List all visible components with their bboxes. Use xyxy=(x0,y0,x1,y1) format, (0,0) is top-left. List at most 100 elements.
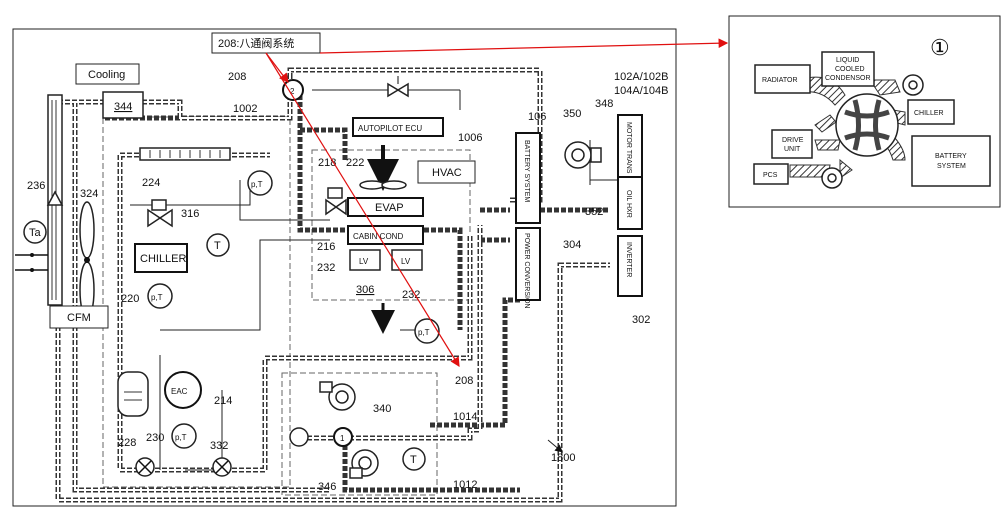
valve-system-callout: 208:八通阀系统 xyxy=(218,36,294,50)
inset-chiller-label: CHILLER xyxy=(914,110,944,117)
lv-right xyxy=(391,249,423,271)
cabin-condenser-label: CABIN COND xyxy=(353,232,403,241)
oil-hxr-label: OIL HXR xyxy=(625,190,632,218)
ref-228: 228 xyxy=(118,437,136,449)
t-sensor-chiller xyxy=(206,233,230,257)
inset-lcc-line1: LIQUID xyxy=(836,57,859,64)
ref-220: 220 xyxy=(121,293,139,305)
pt-sensor-chiller-label: p,T xyxy=(151,293,163,302)
octovalve-2 xyxy=(282,79,304,101)
fan-324 xyxy=(79,201,95,319)
three-way-valve xyxy=(289,427,309,447)
inset-lcc-line3: CONDENSOR xyxy=(825,75,871,82)
power-conversion-304 xyxy=(515,227,541,301)
power-conversion-label: POWER CONVERSION xyxy=(523,233,530,308)
ref-324: 324 xyxy=(80,188,98,200)
inset-battery-system xyxy=(911,135,991,187)
cooling-callout-box xyxy=(75,63,140,85)
valve-zone-208 xyxy=(281,372,438,496)
ref-106: 106 xyxy=(528,111,546,123)
pt-sensor-upper-label: p,T xyxy=(251,180,263,189)
ref-316: 316 xyxy=(181,208,199,220)
ref-104: 104A/104B xyxy=(614,85,668,97)
evaporator-label: EVAP xyxy=(375,202,404,214)
ref-306: 306 xyxy=(356,284,374,296)
pt-sensor-hvac xyxy=(414,318,440,344)
cooling-tank-344 xyxy=(102,91,144,119)
octovalve-1-label: 1 xyxy=(340,434,345,443)
pt-sensor-lower-label: p,T xyxy=(175,433,187,442)
coolant-pipes-inner xyxy=(57,69,610,501)
inset-lcc-line2: COOLED xyxy=(835,66,865,73)
compressor-eac-214 xyxy=(164,371,202,409)
ambient-arrows xyxy=(15,253,48,272)
octovalve-2-label: 2 xyxy=(290,87,295,96)
octovalve-1 xyxy=(333,427,353,447)
pt-sensor-lower xyxy=(171,423,197,449)
eac-label: EAC xyxy=(171,387,188,396)
cfm-callout-box xyxy=(49,305,109,329)
cross-valve-left xyxy=(135,457,155,477)
reference-numerals: 208 1002 344 236 324 224 316 220 218 222… xyxy=(27,71,668,493)
ref-208-bottom: 208 xyxy=(455,375,473,387)
t-sensor-chiller-label: T xyxy=(214,240,221,252)
ref-352: 352 xyxy=(585,206,603,218)
ref-1006: 1006 xyxy=(458,132,482,144)
accumulator-228 xyxy=(117,371,149,417)
oil-hxr-352 xyxy=(617,176,643,230)
cabin-condenser xyxy=(347,225,424,245)
motor-trans-label: MOTOR TRANS xyxy=(625,122,632,174)
ref-302: 302 xyxy=(632,314,650,326)
lv-left xyxy=(349,249,381,271)
coolant-pump-340 xyxy=(319,381,356,411)
inverter-label: INVERTER xyxy=(625,242,632,277)
battery-system-106 xyxy=(515,132,541,224)
ref-232-left: 232 xyxy=(317,262,335,274)
evaporator xyxy=(347,197,424,217)
ref-232-right: 232 xyxy=(402,289,420,301)
inset-octovalve xyxy=(835,93,899,157)
inset-battery-line2: SYSTEM xyxy=(937,163,966,170)
inset-pcs xyxy=(753,163,789,185)
inset-battery-line1: BATTERY xyxy=(935,153,967,160)
ref-222: 222 xyxy=(346,157,364,169)
inset-pcs-label: PCS xyxy=(763,172,778,179)
t-sensor-lower-label: T xyxy=(410,454,417,466)
ref-332: 332 xyxy=(210,440,228,452)
inverter-302 xyxy=(617,235,643,297)
ref-1012: 1012 xyxy=(453,479,477,491)
expansion-valve-316 xyxy=(147,199,173,228)
pt-sensor-hvac-label: p,T xyxy=(418,328,430,337)
ref-1014: 1014 xyxy=(453,411,477,423)
ref-346: 346 xyxy=(318,481,336,493)
pt-sensor-upper xyxy=(247,170,273,196)
ref-344: 344 xyxy=(114,101,132,113)
pt-sensor-chiller xyxy=(147,283,173,309)
inset-pump-bottom xyxy=(821,167,843,189)
ref-236: 236 xyxy=(27,180,45,192)
inset-liquid-cooled-condensor xyxy=(821,51,875,87)
cross-valve-right xyxy=(212,457,232,477)
inset-drive-unit xyxy=(771,129,813,159)
ambient-temp-label: Ta xyxy=(29,227,42,239)
ref-1002: 1002 xyxy=(233,103,257,115)
hvac-callout: HVAC xyxy=(432,167,462,179)
autopilot-ecu-1006 xyxy=(352,117,444,137)
coolant-pump-346 xyxy=(349,449,379,479)
inset-radiator xyxy=(754,64,811,94)
annotation-arrows xyxy=(265,38,729,368)
chiller-220 xyxy=(134,243,188,273)
inset-radiator-label: RADIATOR xyxy=(762,77,798,84)
ambient-temp-sensor xyxy=(23,220,47,244)
cooling-callout: Cooling xyxy=(88,69,125,81)
ref-208-top: 208 xyxy=(228,71,246,83)
hvac-blower-222 xyxy=(359,145,407,191)
ref-304: 304 xyxy=(563,239,581,251)
ref-340: 340 xyxy=(373,403,391,415)
ref-348: 348 xyxy=(595,98,613,110)
radiator-top-cap xyxy=(46,190,64,206)
evap-valve-218 xyxy=(325,187,347,216)
ref-1800: 1800 xyxy=(551,452,575,464)
lv-right-label: LV xyxy=(401,257,411,266)
